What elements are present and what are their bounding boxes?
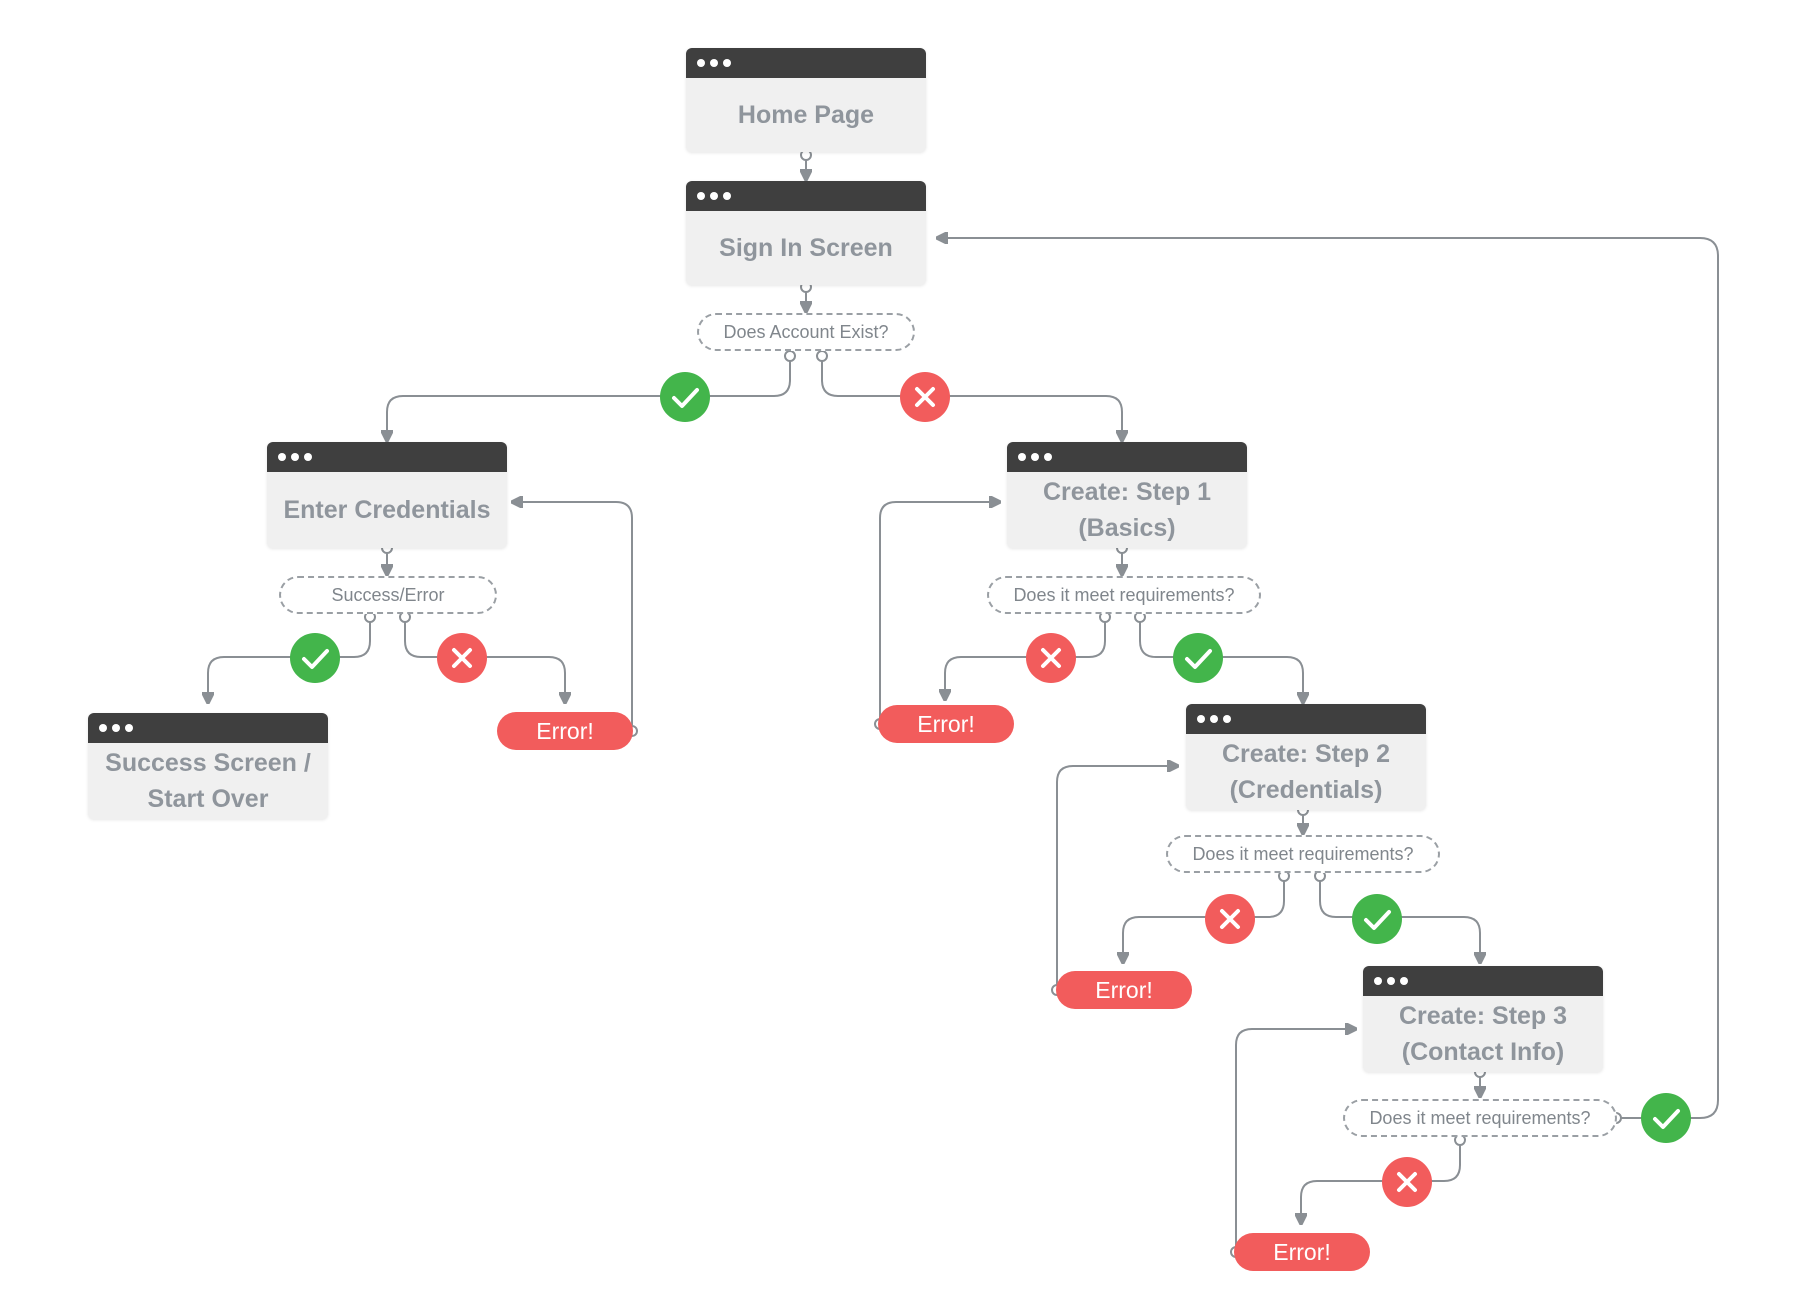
checkmark-icon (660, 372, 710, 422)
x-mark-icon (1026, 633, 1076, 683)
checkmark-icon (290, 633, 340, 683)
connector-step2-error-loop (1056, 766, 1178, 990)
screen-title: Home Page (737, 101, 875, 129)
window-dots-icon (697, 192, 731, 200)
window-dots-icon (99, 724, 133, 732)
window-bar (1007, 442, 1247, 472)
window-dots-icon (1374, 977, 1408, 985)
x-mark-icon (437, 633, 487, 683)
window-bar (88, 713, 328, 743)
decision-step1-requirements: Does it meet requirements? (987, 576, 1261, 614)
screen-title: Enter Credentials (283, 496, 491, 524)
decision-account-exists: Does Account Exist? (697, 313, 915, 351)
connector-step3-no (1301, 1140, 1461, 1224)
error-step2: Error! (1056, 971, 1192, 1009)
connector-ports (364, 149, 1622, 1258)
decision-step2-requirements: Does it meet requirements? (1166, 835, 1440, 873)
x-mark-icon (1382, 1157, 1432, 1207)
home-page-screen[interactable]: Home Page (686, 48, 926, 152)
checkmark-icon (1173, 633, 1223, 683)
x-mark-icon (1205, 894, 1255, 944)
decision-step3-requirements: Does it meet requirements? (1343, 1099, 1617, 1137)
window-bar (686, 48, 926, 78)
screen-title: Sign In Screen (719, 234, 893, 262)
screen-title: Create: Step 3(Contact Info) (1398, 1002, 1568, 1066)
connector-credentials-error-loop (512, 502, 633, 731)
window-dots-icon (697, 59, 731, 67)
create-step1-screen[interactable]: Create: Step 1(Basics) (1007, 442, 1247, 548)
x-mark-icon (900, 372, 950, 422)
sign-in-screen[interactable]: Sign In Screen (686, 181, 926, 285)
error-step1: Error! (878, 705, 1014, 743)
window-bar (1363, 966, 1603, 996)
window-bar (1186, 704, 1426, 734)
screen-title: Success Screen /Start Over (105, 749, 311, 813)
decision-success-error: Success/Error (279, 576, 497, 614)
error-step3: Error! (1234, 1233, 1370, 1271)
connector-step3-yes-loop (937, 238, 1719, 1119)
error-credentials: Error! (497, 712, 633, 750)
connector-step3-error-loop (1235, 1029, 1356, 1252)
window-dots-icon (1197, 715, 1231, 723)
screen-title: Create: Step 2(Credentials) (1221, 740, 1391, 804)
screen-title: Create: Step 1(Basics) (1042, 478, 1212, 542)
connector-credentials-yes (208, 617, 371, 703)
connector-account-yes (387, 356, 791, 441)
create-step2-screen[interactable]: Create: Step 2(Credentials) (1186, 704, 1426, 810)
window-dots-icon (278, 453, 312, 461)
create-step3-screen[interactable]: Create: Step 3(Contact Info) (1363, 966, 1603, 1072)
checkmark-icon (1352, 894, 1402, 944)
connector-account-no (821, 356, 1122, 441)
window-bar (267, 442, 507, 472)
connector-step2-no (1123, 876, 1285, 963)
checkmark-icon (1641, 1093, 1691, 1143)
window-dots-icon (1018, 453, 1052, 461)
window-bar (686, 181, 926, 211)
success-screen[interactable]: Success Screen /Start Over (88, 713, 328, 819)
connector-step1-error-loop (879, 502, 1000, 724)
connector-step1-no (945, 617, 1106, 700)
enter-credentials-screen[interactable]: Enter Credentials (267, 442, 507, 548)
